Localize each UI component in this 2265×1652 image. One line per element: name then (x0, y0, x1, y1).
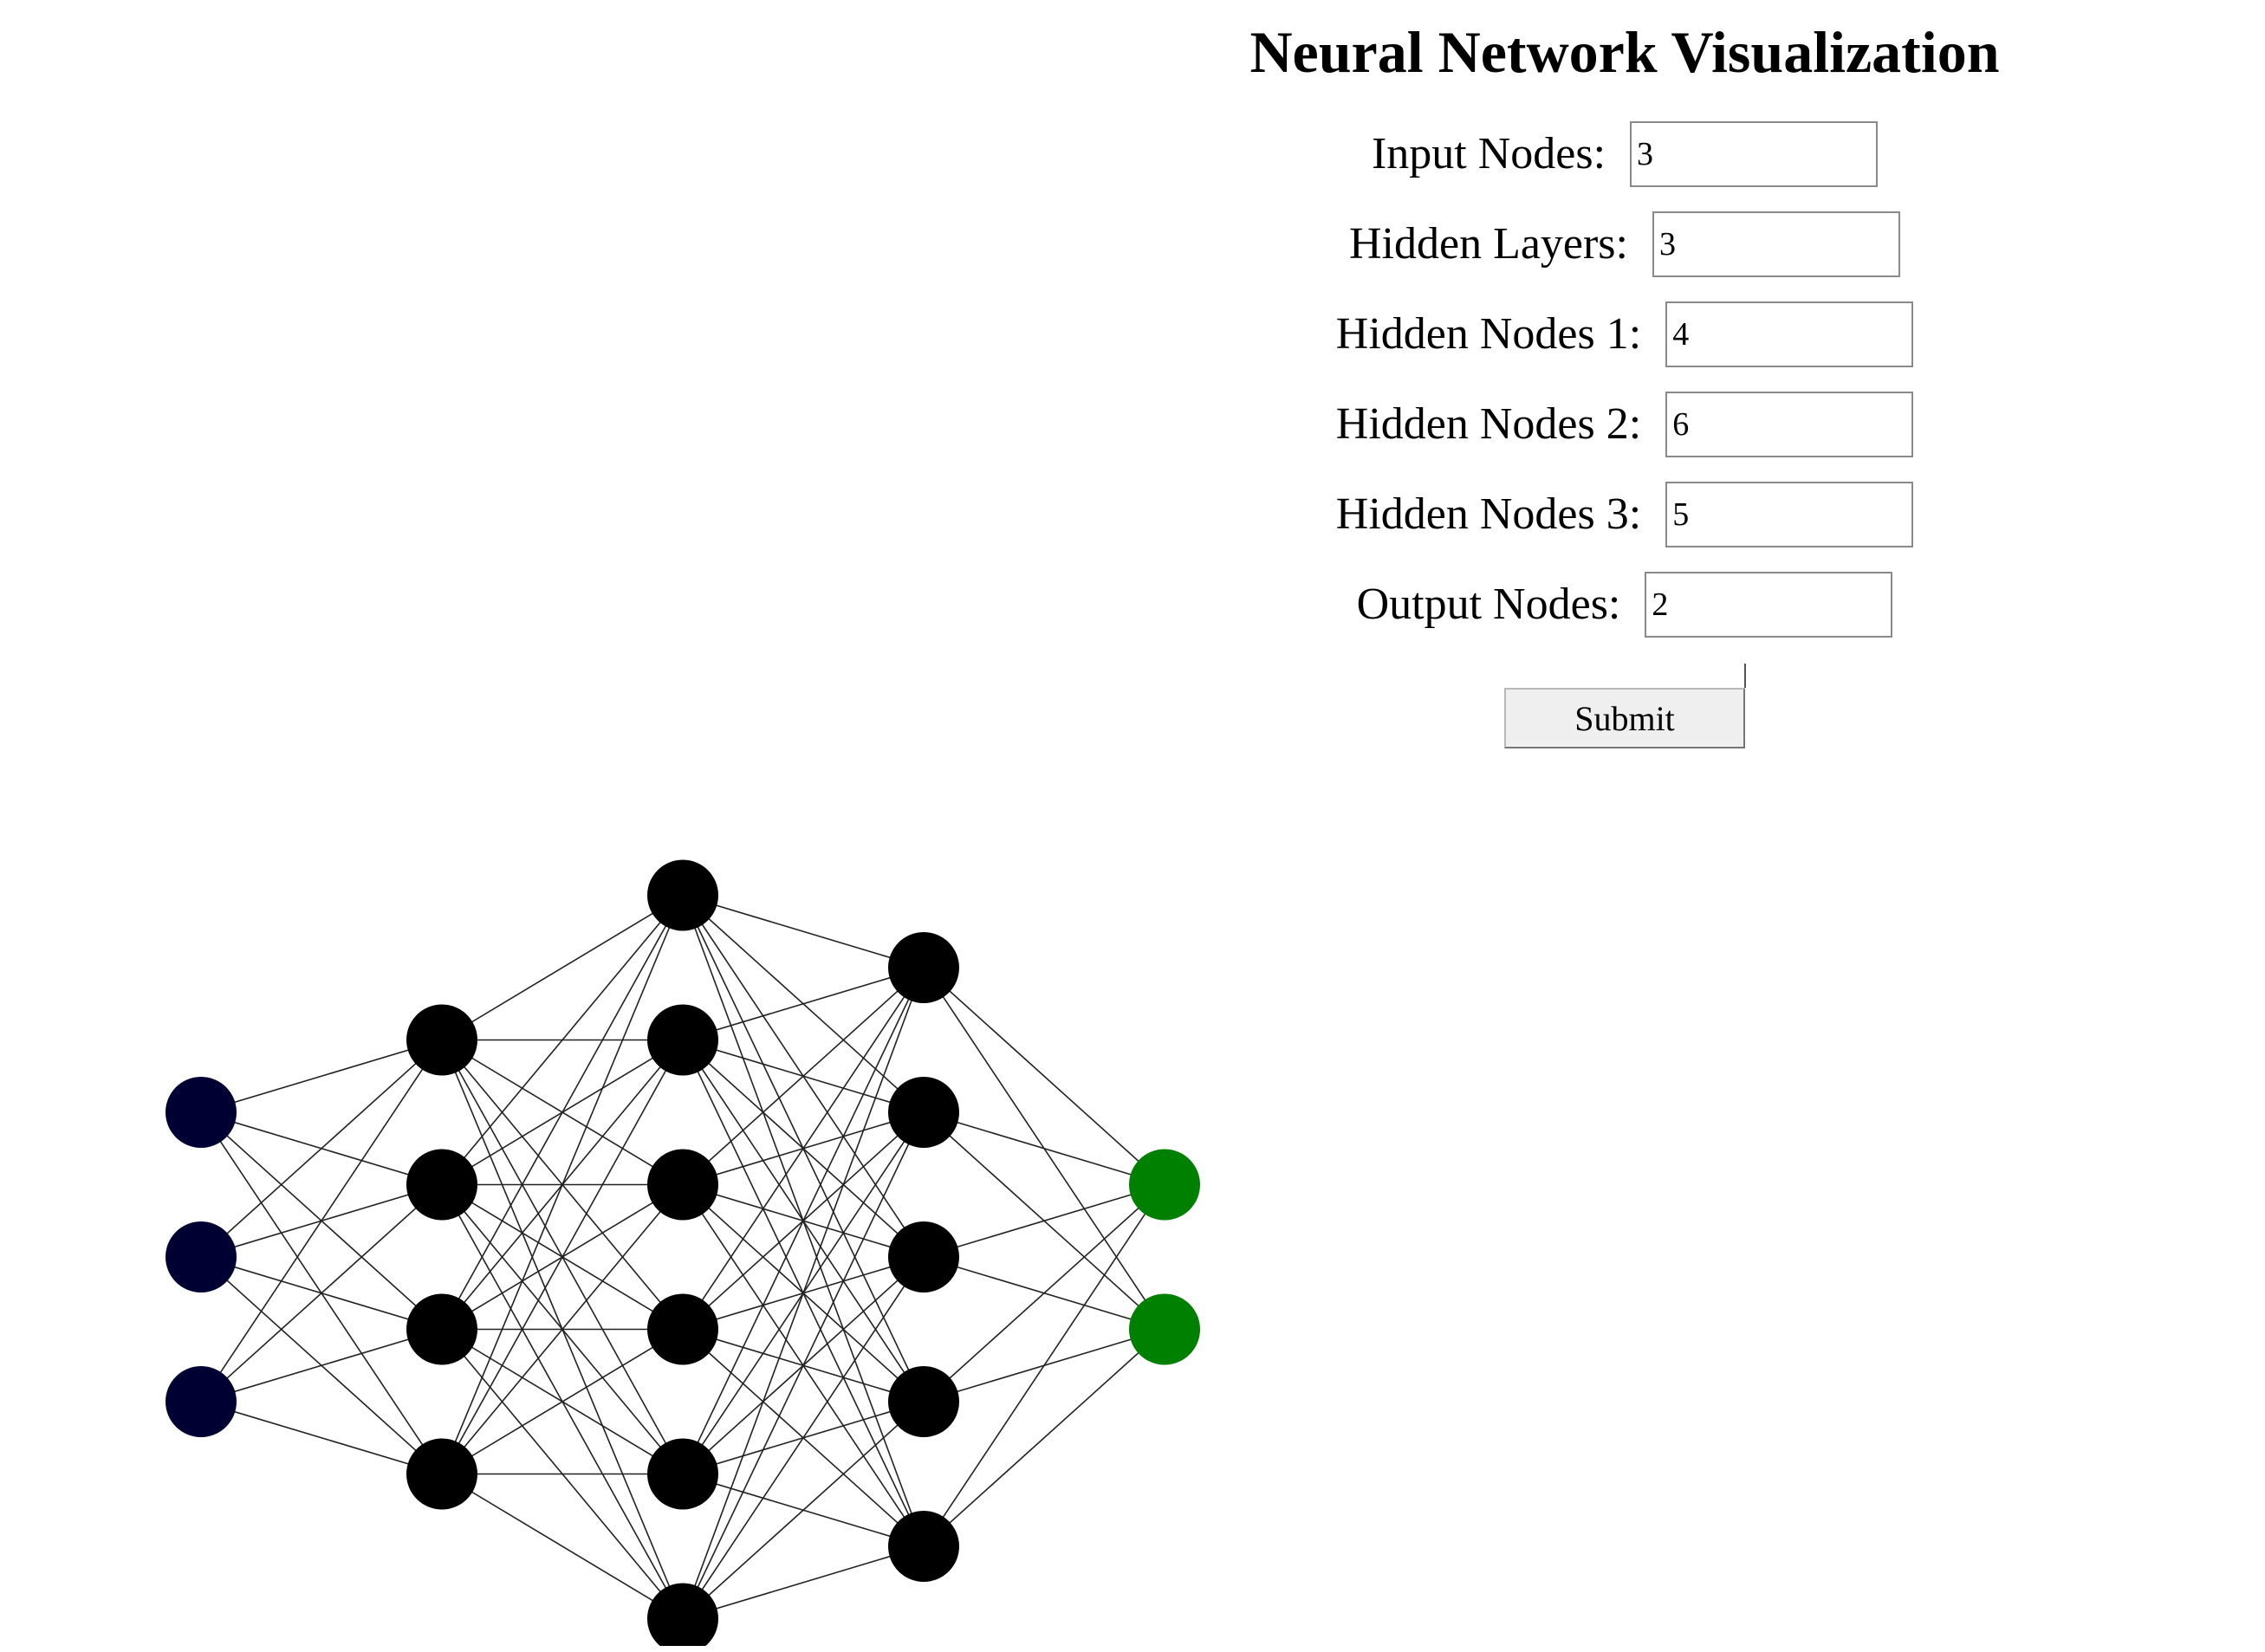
hidden-node-l2-5 (647, 1438, 718, 1510)
edge-l2n5-l3n3 (682, 1401, 925, 1620)
edge-l3n0-l4n0 (923, 967, 1165, 1186)
hidden-nodes-2-row: Hidden Nodes 2: (1126, 392, 2123, 482)
hidden-nodes-2-field[interactable] (1665, 392, 1914, 457)
hidden-node-l2-1 (647, 859, 718, 931)
edge-l2n1-l3n0 (682, 967, 925, 1041)
edge-l0n2-l1n0 (200, 1040, 443, 1403)
edge-l2n2-l3n0 (682, 967, 925, 1186)
hidden-node-l3-1 (888, 932, 959, 1003)
input-node-l0-3 (165, 1366, 237, 1437)
edge-l2n5-l3n0 (682, 967, 925, 1619)
input-nodes-label: Input Nodes: (1371, 129, 1606, 178)
edge-l1n3-l2n5 (441, 1473, 684, 1620)
output-nodes-label: Output Nodes: (1356, 580, 1621, 629)
edge-l1n0-l2n0 (441, 894, 684, 1041)
hidden-layers-label: Hidden Layers: (1348, 219, 1628, 269)
network-diagram (165, 859, 1200, 1646)
hidden-nodes-1-field[interactable] (1665, 301, 1914, 367)
hidden-nodes-3-row: Hidden Nodes 3: (1126, 482, 2123, 572)
submit-button[interactable]: Submit (1504, 688, 1745, 748)
edge-l3n2-l4n0 (923, 1183, 1165, 1258)
hidden-nodes-1-label: Hidden Nodes 1: (1335, 309, 1642, 359)
hidden-nodes-2-label: Hidden Nodes 2: (1335, 399, 1642, 449)
edge-l3n4-l4n0 (923, 1184, 1165, 1547)
hidden-nodes-1-row: Hidden Nodes 1: (1126, 301, 2123, 392)
hidden-node-l2-2 (647, 1004, 718, 1076)
output-node-l4-2 (1129, 1293, 1200, 1365)
edge-l0n2-l1n1 (200, 1183, 443, 1403)
hidden-node-l1-1 (406, 1004, 477, 1076)
hidden-nodes-3-field[interactable] (1665, 482, 1914, 547)
hidden-node-l2-4 (647, 1293, 718, 1365)
edge-l1n3-l2n0 (441, 895, 684, 1474)
edge-l2n5-l3n4 (682, 1545, 925, 1620)
edge-l3n3-l4n0 (923, 1183, 1165, 1403)
edge-l2n5-l3n2 (682, 1256, 925, 1619)
network-config-form: Input Nodes: Hidden Layers: Hidden Nodes… (1126, 121, 2123, 748)
edge-l0n2-l1n2 (200, 1328, 443, 1403)
hidden-node-l2-6 (647, 1583, 718, 1646)
hidden-node-l3-5 (888, 1511, 959, 1582)
input-node-l0-2 (165, 1221, 237, 1292)
input-node-l0-1 (165, 1077, 237, 1148)
edge-l0n1-l1n0 (200, 1039, 443, 1258)
hidden-node-l3-4 (888, 1366, 959, 1437)
edge-l1n3-l2n2 (441, 1183, 684, 1475)
edge-l2n0-l3n0 (682, 894, 925, 969)
network-edges (200, 894, 1165, 1620)
hidden-node-l1-4 (406, 1438, 477, 1510)
edge-l0n0-l1n0 (200, 1039, 443, 1113)
hidden-layers-row: Hidden Layers: (1126, 211, 2123, 301)
text-cursor (1744, 664, 1746, 688)
page-title: Neural Network Visualization (1249, 19, 2000, 85)
network-nodes (165, 859, 1200, 1646)
input-nodes-row: Input Nodes: (1126, 121, 2123, 211)
output-nodes-row: Output Nodes: (1126, 572, 2123, 662)
hidden-node-l3-3 (888, 1221, 959, 1292)
output-nodes-field[interactable] (1645, 572, 1893, 638)
edge-l1n1-l2n0 (441, 894, 684, 1186)
hidden-node-l1-3 (406, 1293, 477, 1365)
edge-l2n3-l3n0 (682, 967, 925, 1330)
output-node-l4-1 (1129, 1149, 1200, 1221)
edge-l1n3-l2n1 (441, 1040, 684, 1474)
submit-row: Submit (1126, 664, 2123, 748)
hidden-node-l1-2 (406, 1149, 477, 1221)
edge-l3n1-l4n0 (923, 1111, 1165, 1186)
edge-l2n4-l3n0 (682, 967, 925, 1474)
edge-l2n5-l3n1 (682, 1111, 925, 1619)
hidden-node-l3-2 (888, 1077, 959, 1148)
hidden-node-l2-3 (647, 1149, 718, 1221)
edge-l0n2-l1n3 (200, 1401, 443, 1475)
edge-l1n3-l2n3 (441, 1328, 684, 1475)
input-nodes-field[interactable] (1630, 121, 1879, 187)
edge-l3n4-l4n1 (923, 1328, 1165, 1547)
hidden-layers-field[interactable] (1652, 211, 1900, 277)
edge-l1n2-l2n0 (441, 895, 684, 1330)
hidden-nodes-3-label: Hidden Nodes 3: (1335, 489, 1642, 539)
